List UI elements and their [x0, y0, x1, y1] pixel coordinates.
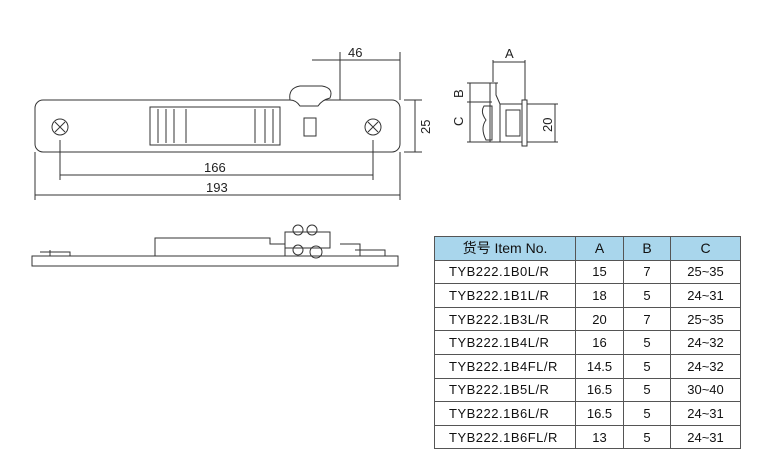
cell-b: 7 [623, 306, 671, 332]
screw-icon [51, 118, 69, 136]
cell-b: 5 [623, 424, 671, 450]
dim-193: 193 [206, 180, 228, 195]
label-c: C [451, 117, 466, 126]
cell-c: 30~40 [670, 377, 741, 403]
side-view [31, 224, 399, 267]
cell-a: 20 [575, 306, 624, 332]
logo-mark [303, 117, 317, 137]
cell-a: 13 [575, 424, 624, 450]
cell-c: 24~31 [670, 401, 741, 426]
cell-item-no: TYB222.1B5L/R [434, 377, 576, 403]
cell-a: 16 [575, 330, 624, 355]
cell-b: 5 [623, 401, 671, 426]
cell-c: 24~32 [670, 330, 741, 355]
header-b: B [623, 236, 671, 261]
dim-46: 46 [348, 45, 362, 60]
table-header-row: 货号 Item No. A B C [434, 236, 741, 261]
cell-item-no: TYB222.1B6L/R [434, 401, 576, 426]
cell-b: 5 [623, 353, 671, 379]
end-view [467, 60, 558, 147]
cell-item-no: TYB222.1B0L/R [434, 259, 576, 285]
dim-20: 20 [540, 118, 555, 132]
cell-item-no: TYB222.1B4FL/R [434, 353, 576, 379]
cell-b: 7 [623, 259, 671, 285]
cell-item-no: TYB222.1B1L/R [434, 283, 576, 308]
header-item-no: 货号 Item No. [434, 236, 576, 261]
cell-a: 16.5 [575, 377, 624, 403]
cell-c: 24~31 [670, 283, 741, 308]
cell-a: 14.5 [575, 353, 624, 379]
cell-a: 18 [575, 283, 624, 308]
cell-c: 25~35 [670, 259, 741, 285]
cell-item-no: TYB222.1B3L/R [434, 306, 576, 332]
cell-a: 15 [575, 259, 624, 285]
screw-icon [364, 118, 382, 136]
header-a: A [575, 236, 624, 261]
cell-item-no: TYB222.1B4L/R [434, 330, 576, 355]
cell-item-no: TYB222.1B6FL/R [434, 424, 576, 450]
header-c: C [670, 236, 741, 261]
top-view [34, 52, 422, 200]
cell-b: 5 [623, 283, 671, 308]
dim-166: 166 [204, 160, 226, 175]
dim-25: 25 [418, 120, 433, 134]
cell-c: 25~35 [670, 306, 741, 332]
cell-b: 5 [623, 330, 671, 355]
cell-b: 5 [623, 377, 671, 403]
cell-a: 16.5 [575, 401, 624, 426]
cell-c: 24~32 [670, 353, 741, 379]
label-a: A [505, 46, 514, 61]
label-b: B [451, 89, 466, 98]
cell-c: 24~31 [670, 424, 741, 450]
